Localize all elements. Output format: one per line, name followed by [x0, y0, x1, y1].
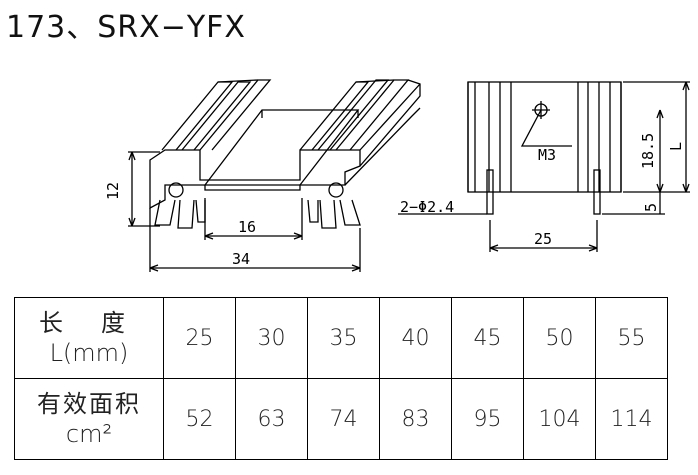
area-cell: 95 [451, 378, 524, 460]
length-cell: 45 [451, 297, 524, 379]
dim-length-l: L [667, 142, 685, 151]
dim-height-5: 5 [642, 203, 660, 212]
area-cell: 52 [163, 378, 236, 460]
heatsink-drawing: 12 16 34 2−Φ2.4 25 M3 18.5 5 L [104, 79, 690, 272]
row-header-length-cn: 长度 [39, 309, 163, 337]
dim-width-16: 16 [238, 218, 256, 236]
left-hole [168, 182, 184, 198]
dim-width-25: 25 [534, 230, 552, 248]
area-cell: 114 [595, 378, 668, 460]
area-cell: 83 [379, 378, 452, 460]
front-profile [149, 149, 361, 210]
fin-left-top-3 [199, 79, 272, 151]
length-cell: 25 [163, 297, 236, 379]
table-row-length: 长度 L(mm) 25 30 35 40 45 50 55 [14, 297, 668, 379]
area-cell: 104 [523, 378, 596, 460]
pin-right [593, 169, 601, 215]
row-header-area-unit: cm² [65, 420, 113, 448]
side-view-body [467, 81, 622, 193]
length-cell: 30 [235, 297, 308, 379]
right-hole [328, 182, 344, 198]
row-header-area-cn: 有效面积 [37, 390, 141, 418]
length-cell: 35 [307, 297, 380, 379]
dim-thread-m3: M3 [538, 146, 556, 164]
fin-right-top-3 [335, 79, 410, 151]
fin-left-top-2 [181, 81, 252, 151]
dim-height-18-5: 18.5 [639, 133, 657, 169]
length-cell: 50 [523, 297, 596, 379]
spec-table: 长度 L(mm) 25 30 35 40 45 50 55 有效面积 cm² 5… [14, 297, 668, 460]
page-title: 173、SRX−YFX [6, 10, 246, 45]
area-cell: 63 [235, 378, 308, 460]
length-cell: 55 [595, 297, 668, 379]
dim-hole-label: 2−Φ2.4 [400, 198, 454, 216]
length-cell: 40 [379, 297, 452, 379]
row-header-length-unit: L(mm) [49, 339, 129, 367]
dim-width-34: 34 [232, 250, 250, 268]
row-header-area: 有效面积 cm² [14, 378, 164, 460]
pin-left [486, 169, 494, 215]
dim-height-12: 12 [104, 182, 122, 200]
area-cell: 74 [307, 378, 380, 460]
table-row-area: 有效面积 cm² 52 63 74 83 95 104 114 [14, 378, 668, 460]
row-header-length: 长度 L(mm) [14, 297, 164, 379]
